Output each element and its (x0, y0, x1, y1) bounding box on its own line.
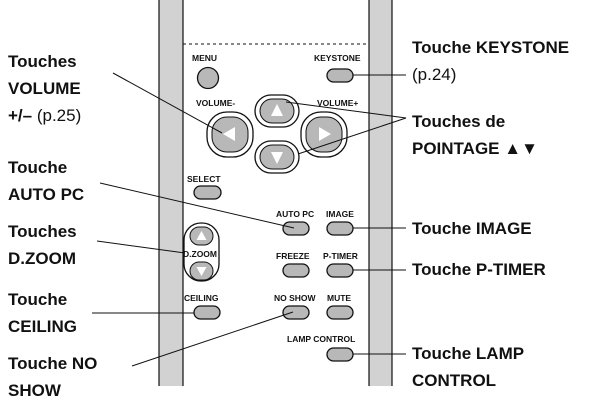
callout-volume-line1: Touches (8, 52, 77, 71)
callout-pointage: Touches de POINTAGE ▲▼ (412, 108, 538, 162)
leader-lines (92, 72, 407, 367)
remote-label-lamp-control: LAMP CONTROL (287, 334, 355, 344)
remote-label-p-timer: P-TIMER (323, 251, 358, 261)
dzoom-down-icon (196, 267, 207, 276)
left-rail (159, 0, 183, 386)
image-button (326, 221, 354, 236)
leader-volume (112, 72, 223, 134)
callout-ceiling: Touche CEILING (8, 286, 77, 340)
remote-label-auto-pc: AUTO PC (276, 209, 314, 219)
freeze-button (282, 263, 310, 278)
arrow-right-icon (319, 127, 331, 141)
p-timer-button (326, 263, 354, 278)
leader-pointage-down (297, 117, 407, 155)
callout-image: Touche IMAGE (412, 215, 532, 242)
callout-d-zoom: Touches D.ZOOM (8, 218, 77, 272)
arrow-up-icon (271, 104, 283, 116)
lamp-control-button (326, 347, 354, 362)
callout-keystone-line1: Touche KEYSTONE (412, 38, 570, 57)
remote-label-ceiling: CEILING (184, 293, 219, 303)
callout-no-show: Touche NO SHOW (8, 350, 97, 404)
remote-label-keystone: KEYSTONE (314, 53, 361, 63)
callout-d-zoom-line1: Touches (8, 222, 77, 241)
callout-pointage-line1: Touches de (412, 112, 506, 131)
callout-d-zoom-line2: D.ZOOM (8, 249, 76, 268)
dzoom-up-icon (196, 231, 207, 240)
leader-pointage-up (285, 101, 407, 119)
callout-volume-line2: VOLUME (8, 79, 81, 98)
select-button (193, 185, 222, 200)
callout-image-line1: Touche IMAGE (412, 219, 532, 238)
no-show-button (282, 305, 310, 320)
callout-lamp-control-line1: Touche LAMP (412, 344, 525, 363)
leader-d-zoom (96, 240, 186, 254)
callout-p-timer-line1: Touche P-TIMER (412, 260, 546, 279)
callout-lamp-control: Touche LAMP CONTROL (412, 340, 524, 394)
keystone-button (326, 68, 354, 83)
callout-no-show-line2: SHOW (8, 381, 61, 400)
arrow-down-icon (271, 152, 283, 164)
remote-label-no-show: NO SHOW (274, 293, 317, 303)
callout-auto-pc-line2: AUTO PC (8, 185, 85, 204)
menu-button (196, 66, 220, 90)
callout-volume-page-ref: (p.25) (32, 106, 82, 125)
callout-p-timer: Touche P-TIMER (412, 256, 546, 283)
arrow-left-icon (223, 127, 235, 141)
callout-keystone-page-ref: (p.24) (412, 65, 457, 84)
leader-auto-pc (99, 182, 295, 229)
callout-auto-pc: Touche AUTO PC (8, 154, 84, 208)
right-rail (369, 0, 392, 386)
remote-label-d-zoom: D.ZOOM (183, 249, 217, 259)
remote-label-menu: MENU (192, 53, 217, 63)
ceiling-button (193, 305, 221, 320)
remote-label-volume-minus: VOLUME- (196, 98, 235, 108)
callout-ceiling-line2: CEILING (8, 317, 77, 336)
callout-ceiling-line1: Touche (8, 290, 68, 309)
callout-keystone: Touche KEYSTONE (p.24) (412, 34, 569, 88)
remote-label-select: SELECT (187, 174, 221, 184)
callout-volume: Touches VOLUME +/– (p.25) (8, 48, 81, 129)
callout-pointage-line2: POINTAGE ▲▼ (412, 139, 538, 158)
auto-pc-button (282, 221, 310, 236)
callout-auto-pc-line1: Touche (8, 158, 68, 177)
callout-volume-sign: +/– (8, 106, 33, 125)
remote-label-freeze: FREEZE (276, 251, 310, 261)
callout-volume-line3: +/– (p.25) (8, 102, 81, 129)
remote-label-volume-plus: VOLUME+ (317, 98, 358, 108)
remote-label-mute: MUTE (327, 293, 351, 303)
callout-lamp-control-line2: CONTROL (412, 371, 497, 390)
mute-button (326, 305, 354, 320)
remote-label-image: IMAGE (326, 209, 354, 219)
callout-no-show-line1: Touche NO (8, 354, 98, 373)
leader-no-show (131, 311, 294, 367)
